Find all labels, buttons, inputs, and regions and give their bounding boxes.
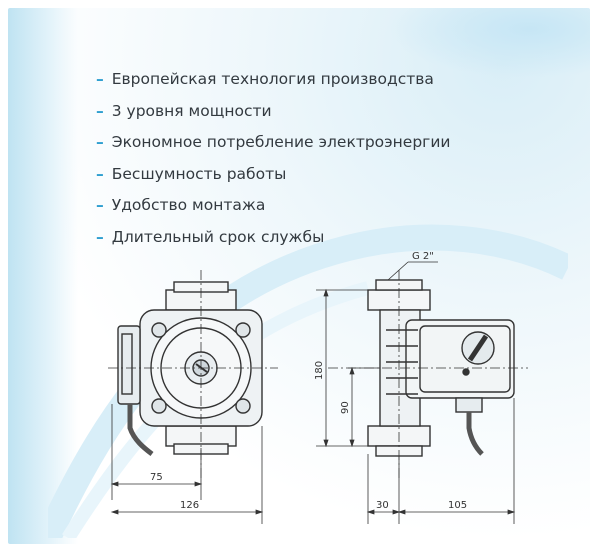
dim-side-right-label: 105 — [448, 500, 467, 511]
product-card: –Европейская технология производства –3 … — [8, 8, 590, 544]
front-dimensions — [110, 404, 264, 524]
pump-front-view — [108, 270, 278, 478]
feature-text: 3 уровня мощности — [111, 101, 272, 120]
water-splash-left — [8, 8, 78, 544]
feature-list: –Европейская технология производства –3 … — [96, 70, 450, 259]
feature-item: –Экономное потребление электроэнергии — [96, 133, 450, 165]
bullet-dash: – — [96, 196, 104, 214]
side-dimensions — [316, 261, 516, 524]
bullet-dash: – — [96, 70, 104, 88]
feature-item: –Удобство монтажа — [96, 196, 450, 228]
dim-side-left-label: 30 — [376, 500, 389, 511]
bullet-dash: – — [96, 101, 104, 120]
dim-height-total-label: 180 — [314, 361, 325, 380]
feature-text: Длительный срок службы — [111, 227, 325, 246]
dim-width-axis-label: 75 — [150, 472, 163, 483]
feature-item: –Европейская технология производства — [96, 70, 450, 102]
bullet-dash: – — [96, 133, 104, 151]
feature-text: Удобство монтажа — [111, 196, 266, 214]
feature-text: Бесшумность работы — [111, 164, 287, 183]
dim-height-axis-label: 90 — [340, 401, 351, 414]
feature-text: Европейская технология производства — [111, 70, 434, 88]
feature-item: –Длительный срок службы — [96, 228, 450, 260]
feature-text: Экономное потребление электроэнергии — [111, 133, 451, 151]
feature-item: –3 уровня мощности — [96, 102, 450, 134]
feature-item: –Бесшумность работы — [96, 165, 450, 197]
bullet-dash: – — [96, 164, 104, 183]
pump-technical-drawing: 75 126 — [108, 251, 528, 524]
water-splash-top — [388, 8, 590, 78]
thread-label: G 2" — [412, 251, 434, 262]
dim-width-total-label: 126 — [180, 500, 199, 511]
pump-side-view — [328, 270, 528, 478]
bullet-dash: – — [96, 227, 104, 246]
